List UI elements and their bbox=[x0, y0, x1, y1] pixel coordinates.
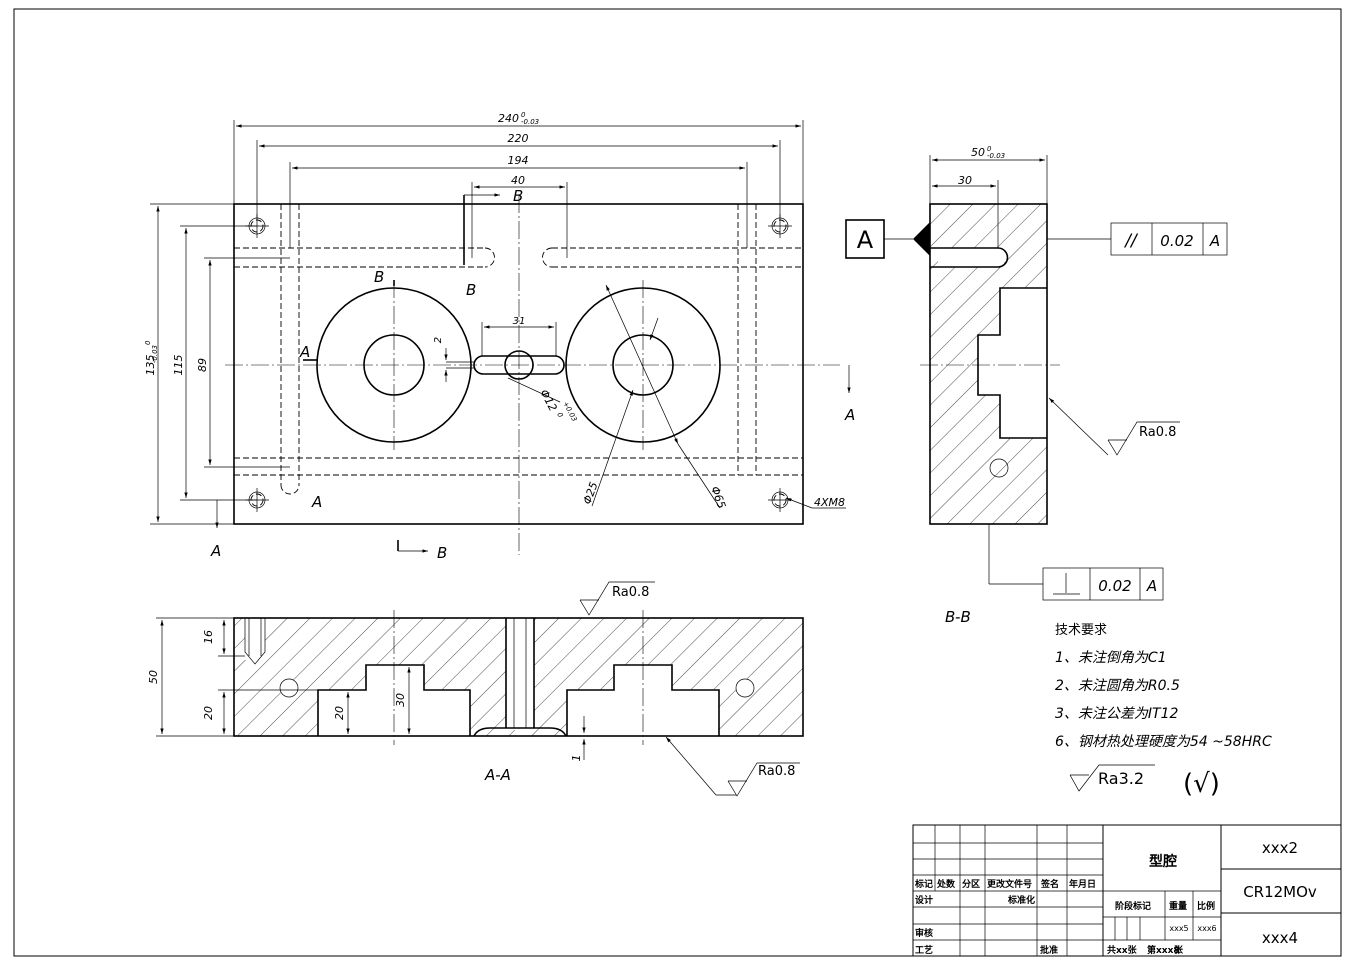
weight-value: xxx5 bbox=[1169, 924, 1188, 933]
tb-sheji: 设计 bbox=[915, 894, 933, 906]
section-a-left: A bbox=[299, 343, 310, 361]
dim-overall-width-tol: -0.03 bbox=[521, 118, 539, 126]
sprue-hole bbox=[504, 350, 534, 380]
side-dim-50: 50 bbox=[971, 146, 985, 159]
dia-65: Φ65 bbox=[708, 485, 728, 511]
section-a-bottom: A bbox=[311, 493, 322, 511]
tb-qianming: 签名 bbox=[1040, 878, 1059, 890]
tech-item-2: 2、未注圆角为R0.5 bbox=[1055, 678, 1180, 694]
section-dim-20-inner: 20 bbox=[333, 706, 346, 720]
tech-title: 技术要求 bbox=[1055, 623, 1107, 638]
material: CR12MOv bbox=[1243, 883, 1317, 901]
section-dim-20-left: 20 bbox=[202, 706, 215, 720]
tb-zhang: 张 bbox=[1174, 944, 1184, 956]
roughness-bottom-icon bbox=[727, 762, 800, 797]
tb-zhongliang: 重量 bbox=[1169, 900, 1187, 912]
tb-nianyueri: 年月日 bbox=[1069, 878, 1096, 890]
tech-item-3: 3、未注公差为IT12 bbox=[1055, 706, 1178, 722]
section-view-outline bbox=[233, 617, 804, 737]
perpendicularity-frame bbox=[1042, 567, 1164, 601]
drawing-frame bbox=[13, 8, 1342, 957]
tb-gengai: 更改文件号 bbox=[987, 878, 1032, 890]
parallel-symbol: // bbox=[1123, 231, 1139, 251]
top-view-outline bbox=[233, 203, 804, 525]
parallelism-frame bbox=[1110, 222, 1228, 256]
dia-12: Φ12 bbox=[537, 387, 559, 413]
datum-triangle-icon bbox=[913, 222, 930, 256]
side-dim-30: 30 bbox=[958, 174, 972, 187]
company: xxx4 bbox=[1262, 929, 1298, 947]
dim-40: 40 bbox=[511, 174, 525, 187]
title-block bbox=[912, 824, 1342, 957]
datum-label: A bbox=[857, 226, 874, 254]
section-roughness-bottom: Ra0.8 bbox=[758, 764, 795, 779]
section-a-arrow-left: A bbox=[210, 542, 221, 560]
dim-height-tol: -0.03 bbox=[151, 345, 159, 363]
general-roughness-suffix: (√) bbox=[1183, 769, 1220, 799]
roughness-top-icon bbox=[579, 581, 655, 616]
side-dim-50-tol: -0.03 bbox=[987, 152, 1005, 160]
side-dim-50-tol-upper: 0 bbox=[987, 145, 992, 153]
tb-shenhe: 审核 bbox=[915, 927, 933, 939]
dim-height: 135 bbox=[144, 355, 157, 376]
section-dim-1: 1 bbox=[570, 755, 583, 762]
perp-datum: A bbox=[1146, 577, 1157, 595]
tech-item-1: 1、未注倒角为C1 bbox=[1055, 650, 1167, 666]
section-dim-50: 50 bbox=[147, 670, 160, 684]
dim-220: 220 bbox=[508, 132, 529, 145]
dim-overall-width: 240 bbox=[498, 112, 519, 125]
section-view-label: A-A bbox=[484, 766, 511, 784]
tb-fenqu: 分区 bbox=[962, 878, 980, 890]
perp-value: 0.02 bbox=[1098, 577, 1131, 595]
top-view-dimensions bbox=[150, 120, 851, 553]
tb-jieduan: 阶段标记 bbox=[1115, 900, 1151, 912]
runner-slot bbox=[473, 355, 565, 375]
dim-194: 194 bbox=[508, 154, 529, 167]
dim-height-tol-upper: 0 bbox=[144, 340, 152, 345]
side-roughness: Ra0.8 bbox=[1139, 425, 1176, 440]
general-roughness-icon bbox=[1069, 764, 1155, 792]
dim-31: 31 bbox=[513, 316, 526, 327]
side-view bbox=[845, 155, 1228, 601]
tb-sheetno: 第xxx8 bbox=[1147, 944, 1180, 956]
section-b-right: B bbox=[466, 281, 476, 299]
tech-item-4: 6、钢材热处理硬度为54 ~58HRC bbox=[1055, 734, 1272, 750]
tb-biaozhunhua: 标准化 bbox=[1007, 894, 1035, 906]
thread-hole-icon bbox=[245, 214, 792, 512]
section-dim-30: 30 bbox=[394, 693, 407, 707]
tb-bili: 比例 bbox=[1197, 900, 1215, 912]
section-b-top: B bbox=[513, 187, 523, 205]
dia-25: Φ25 bbox=[581, 480, 601, 506]
dia-12-tol-lower: 0 bbox=[555, 411, 564, 419]
dim-89: 89 bbox=[196, 358, 209, 372]
side-view-label: B-B bbox=[945, 608, 971, 626]
general-roughness: Ra3.2 bbox=[1098, 769, 1144, 788]
section-a-arrow-right: A bbox=[844, 406, 855, 424]
thread-spec: 4XM8 bbox=[814, 496, 845, 509]
section-dim-16: 16 bbox=[202, 630, 215, 644]
roughness-icon bbox=[1107, 421, 1180, 456]
parallel-datum: A bbox=[1209, 232, 1220, 250]
parallel-value: 0.02 bbox=[1160, 232, 1193, 250]
side-view-outline bbox=[929, 203, 1048, 525]
tb-biaoji: 标记 bbox=[914, 878, 933, 890]
tb-gongyi: 工艺 bbox=[915, 944, 933, 956]
dim-overall-width-tol-upper: 0 bbox=[521, 111, 526, 119]
tb-sheets: 共xx张 bbox=[1107, 944, 1138, 956]
dim-115: 115 bbox=[172, 355, 185, 376]
tb-chushu: 处数 bbox=[936, 878, 956, 890]
part-name: 型腔 bbox=[1149, 853, 1177, 870]
section-b-bottom: B bbox=[437, 544, 447, 562]
dim-2: 2 bbox=[433, 337, 444, 343]
tb-pizhun: 批准 bbox=[1040, 944, 1058, 956]
section-b-left: B bbox=[374, 268, 384, 286]
drawing-number: xxx2 bbox=[1262, 839, 1298, 857]
scale-value: xxx6 bbox=[1197, 924, 1216, 933]
section-roughness-top: Ra0.8 bbox=[612, 585, 649, 600]
section-view bbox=[156, 581, 804, 797]
